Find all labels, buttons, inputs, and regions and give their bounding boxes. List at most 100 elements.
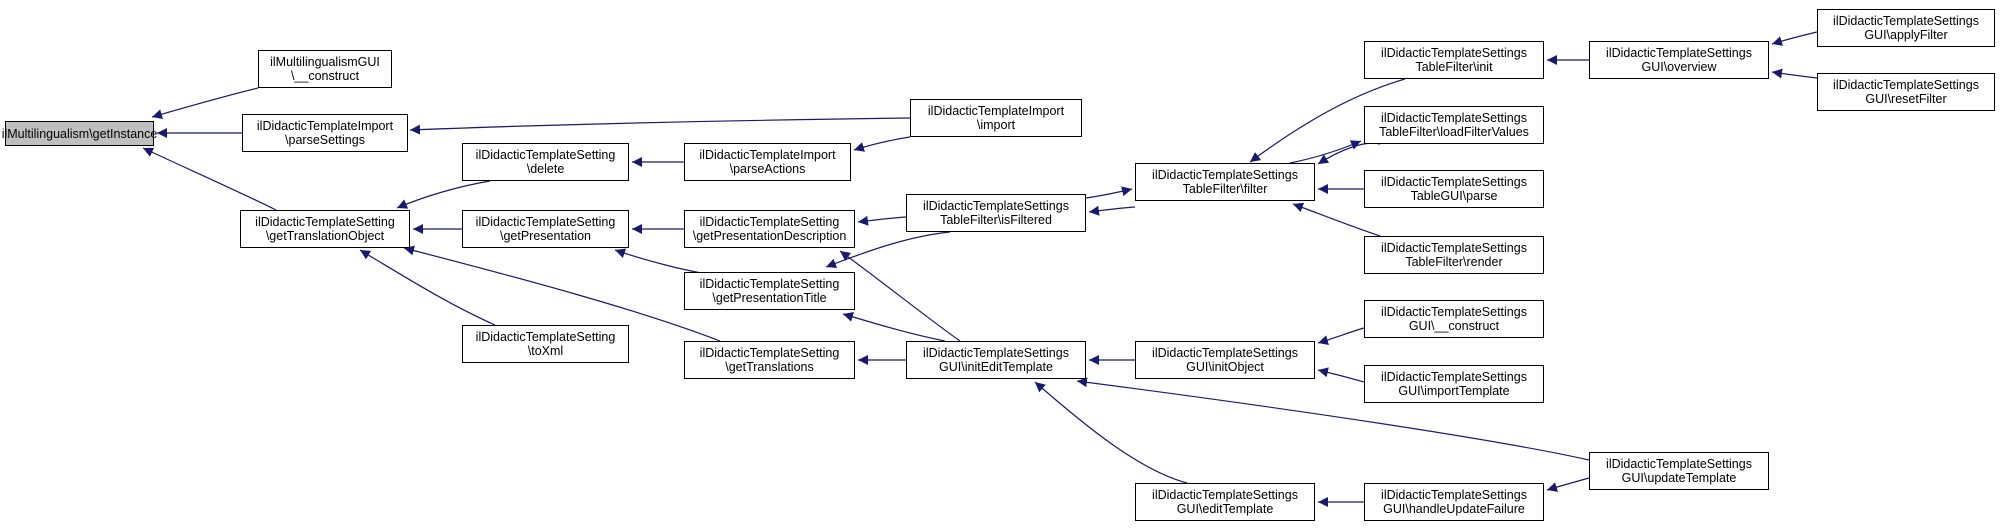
edge-gui_updatetemplate-to-gui_handleupdatefailure [1546,477,1590,492]
edge-setting_delete-to-setting_gettranslationobject [396,180,491,209]
node-label: TableGUI\parse [1410,189,1498,203]
node-label: GUI\updateTemplate [1621,471,1737,485]
edge-tablefilter_isfiltered-to-setting_getpresentationdescription [857,215,907,226]
node-label: ilMultilingualismGUI [270,55,380,69]
node-label: GUI\initEditTemplate [939,360,1053,374]
node-import_parsesettings[interactable]: ilDidacticTemplateImport \parseSettings [242,114,408,152]
edge-gui_initedittemplate-to-setting_getpresentationdescription [839,250,961,342]
edge-mlgui_construct-to-root [151,87,259,120]
node-mlgui_construct[interactable]: ilMultilingualismGUI \__construct [258,50,392,88]
node-label: ilDidacticTemplateSettings [1381,175,1527,189]
node-setting_toxml[interactable]: ilDidacticTemplateSetting \toXml [462,325,629,363]
node-gui_handleupdatefailure[interactable]: ilDidacticTemplateSettings GUI\handleUpd… [1364,483,1544,521]
node-setting_gettranslationobject[interactable]: ilDidacticTemplateSetting \getTranslatio… [240,210,410,248]
node-tablefilter_render[interactable]: ilDidacticTemplateSettings TableFilter\r… [1364,236,1544,274]
node-label: GUI\resetFilter [1865,92,1947,106]
node-gui_resetfilter[interactable]: ilDidacticTemplateSettings GUI\resetFilt… [1817,73,1995,111]
node-label: \getTranslationObject [265,229,385,243]
edge-tablefilter_init-to-tablefilter_filter [1249,78,1406,163]
node-label: \getPresentation [499,229,592,243]
node-label: ilDidacticTemplateSettings [923,199,1069,213]
node-setting_gettranslations[interactable]: ilDidacticTemplateSetting \getTranslatio… [684,341,855,379]
node-label: ilMultilingualism\getInstance [1,126,158,141]
node-setting_getpresentation[interactable]: ilDidacticTemplateSetting \getPresentati… [462,210,629,248]
node-label: ilDidacticTemplateSetting [699,277,840,291]
node-label: TableFilter\filter [1182,182,1268,196]
node-tablefilter_loadfiltervalues[interactable]: ilDidacticTemplateSettings TableFilter\l… [1364,106,1544,144]
node-label: \getTranslations [725,360,814,374]
node-label: ilDidacticTemplateSetting [255,215,395,229]
node-setting_getpresentationdescription[interactable]: ilDidacticTemplateSetting \getPresentati… [684,210,855,248]
node-label: ilDidacticTemplateSetting [699,215,840,229]
edge-gui_importtemplate-to-gui_initobject [1317,367,1365,383]
node-gui_applyfilter[interactable]: ilDidacticTemplateSettings GUI\applyFilt… [1817,9,1995,47]
edge-tablefilter_filter-to-tablefilter_loadfiltervalues [1289,140,1362,164]
node-setting_delete[interactable]: ilDidacticTemplateSetting \delete [462,143,629,181]
node-label: ilDidacticTemplateSetting [475,215,616,229]
node-label: ilDidacticTemplateSettings [1381,241,1527,255]
edge-setting_gettranslations-to-setting_gettranslationobject [403,245,721,342]
node-label: ilDidacticTemplateSettings [1152,168,1298,182]
node-setting_getpresentationtitle[interactable]: ilDidacticTemplateSetting \getPresentati… [684,272,855,310]
node-label: ilDidacticTemplateSettings [1606,46,1752,60]
node-gui_construct[interactable]: ilDidacticTemplateSettings GUI\__constru… [1364,300,1544,338]
node-label: ilDidacticTemplateSettings [1381,111,1527,125]
node-label: \delete [526,162,565,176]
node-label: GUI\overview [1641,60,1717,74]
node-label: \getPresentationDescription [692,229,847,243]
edge-tablefilter_isfiltered-to-setting_getpresentationtitle [825,231,951,269]
node-label: GUI\editTemplate [1176,502,1274,516]
node-root[interactable]: ilMultilingualism\getInstance [2,121,157,146]
edge-tablefilter_isfiltered-to-tablefilter_filter [1085,186,1133,199]
node-gui_importtemplate[interactable]: ilDidacticTemplateSettings GUI\importTem… [1364,365,1544,403]
node-gui_overview[interactable]: ilDidacticTemplateSettings GUI\overview [1589,41,1769,79]
node-label: \parseSettings [285,133,365,147]
edge-setting_toxml-to-setting_gettranslationobject [359,249,496,326]
node-label: GUI\initObject [1186,360,1264,374]
node-gui_initobject[interactable]: ilDidacticTemplateSettings GUI\initObjec… [1135,341,1315,379]
edge-gui_applyfilter-to-gui_overview [1771,31,1818,46]
node-label: TableFilter\init [1415,60,1493,74]
node-label: ilDidacticTemplateSetting [699,346,840,360]
node-label: ilDidacticTemplateSettings [1833,14,1979,28]
node-label: ilDidacticTemplateImport [927,104,1065,118]
node-label: TableFilter\render [1405,255,1503,269]
node-tablefilter_isfiltered[interactable]: ilDidacticTemplateSettings TableFilter\i… [906,194,1086,232]
node-label: \getPresentationTitle [712,291,827,305]
edge-gui_edittemplate-to-gui_initedittemplate [1034,381,1188,484]
node-label: ilDidacticTemplateImport [699,148,836,162]
node-label: ilDidacticTemplateSettings [1152,346,1298,360]
edge-gui_initedittemplate-to-setting_getpresentationtitle [842,312,946,342]
node-import_import[interactable]: ilDidacticTemplateImport \import [910,99,1082,137]
node-label: \__construct [290,69,360,83]
node-label: GUI\__construct [1408,319,1500,333]
edge-gui_resetfilter-to-gui_overview [1771,68,1818,79]
node-gui_edittemplate[interactable]: ilDidacticTemplateSettings GUI\editTempl… [1135,483,1315,521]
node-tablefilter_filter[interactable]: ilDidacticTemplateSettings TableFilter\f… [1135,163,1315,201]
edge-import_import-to-import_parsesettings [409,117,911,135]
node-label: ilDidacticTemplateSettings [1152,488,1298,502]
edge-tablefilter_render-to-tablefilter_filter [1292,202,1381,237]
node-label: GUI\handleUpdateFailure [1383,502,1525,516]
edge-import_import-to-import_parseactions [853,136,911,152]
node-label: ilDidacticTemplateSettings [1833,78,1979,92]
node-tablefilter_init[interactable]: ilDidacticTemplateSettings TableFilter\i… [1364,41,1544,79]
node-label: \parseActions [729,162,806,176]
node-gui_updatetemplate[interactable]: ilDidacticTemplateSettings GUI\updateTem… [1589,452,1769,490]
edge-gui_construct-to-gui_initobject [1317,327,1365,345]
node-import_parseactions[interactable]: ilDidacticTemplateImport \parseActions [684,143,851,181]
node-label: TableFilter\loadFilterValues [1379,125,1529,139]
node-label: ilDidacticTemplateSetting [475,148,616,162]
node-label: GUI\applyFilter [1864,28,1948,42]
node-label: ilDidacticTemplateSettings [1381,488,1527,502]
node-label: ilDidacticTemplateImport [256,119,394,133]
node-label: \import [976,118,1016,132]
node-gui_initedittemplate[interactable]: ilDidacticTemplateSettings GUI\initEditT… [906,341,1086,379]
node-label: ilDidacticTemplateSettings [1606,457,1752,471]
node-label: \toXml [527,344,564,358]
edge-setting_gettranslationobject-to-root [142,147,277,211]
node-label: TableFilter\isFiltered [940,213,1052,227]
node-tablegui_parse[interactable]: ilDidacticTemplateSettings TableGUI\pars… [1364,170,1544,208]
node-label: ilDidacticTemplateSettings [1381,305,1527,319]
